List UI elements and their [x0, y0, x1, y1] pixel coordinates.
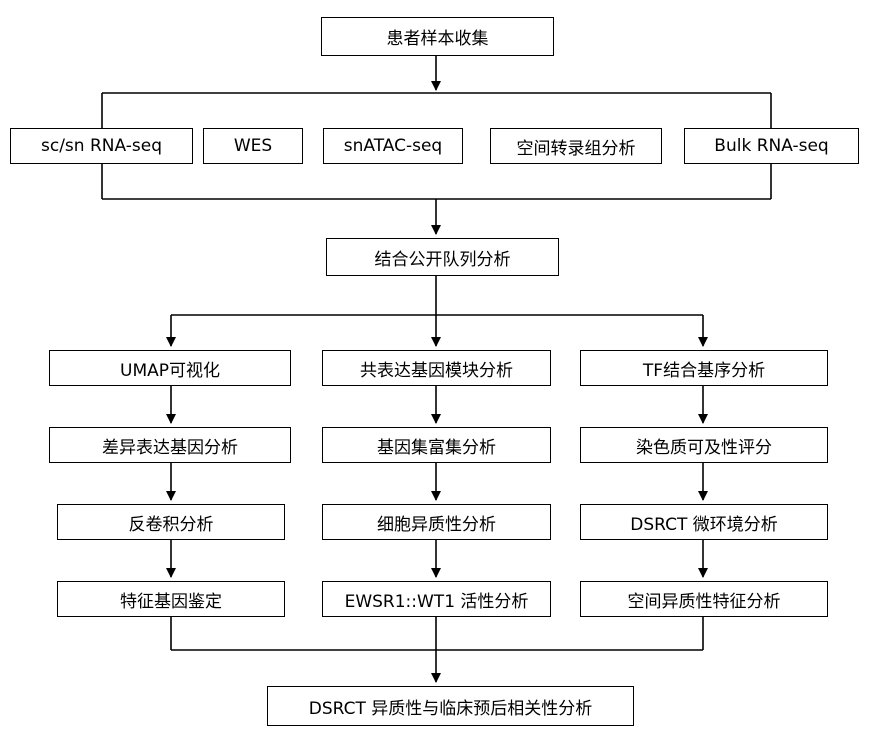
node-wes: WES: [203, 128, 303, 164]
node-cell-heterogeneity: 细胞异质性分析: [322, 504, 551, 540]
node-final-clinical-correlation: DSRCT 异质性与临床预后相关性分析: [267, 686, 634, 726]
node-ewsr1-wt1-activity: EWSR1::WT1 活性分析: [322, 581, 551, 617]
node-patient-sample-collection: 患者样本收集: [321, 17, 554, 56]
node-snatac-seq: snATAC-seq: [323, 128, 463, 164]
node-deconvolution: 反卷积分析: [57, 504, 285, 540]
node-spatial-heterogeneity: 空间异质性特征分析: [580, 581, 828, 617]
node-gene-set-enrichment: 基因集富集分析: [322, 427, 551, 463]
node-sc-sn-rna-seq: sc/sn RNA-seq: [10, 128, 193, 164]
node-dsrct-microenvironment: DSRCT 微环境分析: [580, 504, 828, 540]
node-tf-motif-analysis: TF结合基序分析: [580, 350, 828, 386]
node-coexpression-module: 共表达基因模块分析: [322, 350, 551, 386]
node-umap-visualization: UMAP可视化: [49, 350, 291, 386]
node-signature-genes: 特征基因鉴定: [57, 581, 285, 617]
node-bulk-rna-seq: Bulk RNA-seq: [684, 128, 859, 164]
node-spatial-transcriptome: 空间转录组分析: [490, 128, 662, 164]
node-differential-expression: 差异表达基因分析: [49, 427, 291, 463]
node-public-cohort-analysis: 结合公开队列分析: [326, 238, 559, 276]
node-chromatin-accessibility: 染色质可及性评分: [580, 427, 828, 463]
